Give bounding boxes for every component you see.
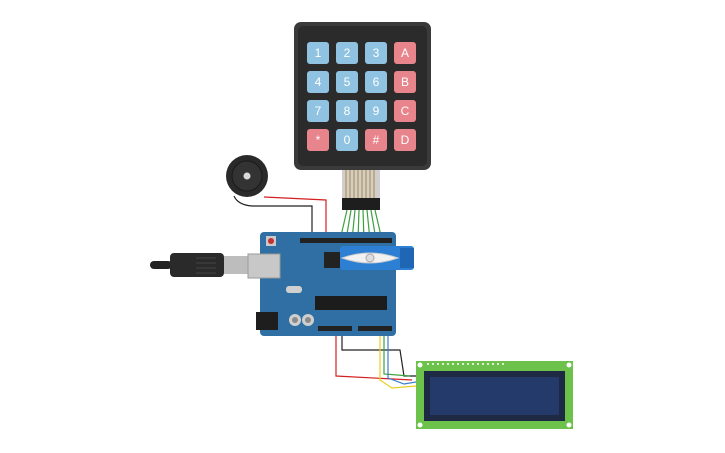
usb-plug-metal	[224, 256, 248, 274]
keypad-key-background	[365, 129, 387, 151]
usb-cable[interactable]	[150, 253, 248, 277]
keypad-key-background	[394, 100, 416, 122]
lcd-screen	[430, 377, 559, 415]
keypad-key-6[interactable]: 6	[365, 71, 387, 93]
servo-motor[interactable]	[340, 246, 414, 270]
keypad-key-background	[394, 129, 416, 151]
keypad-key-background	[307, 71, 329, 93]
servo-hub	[365, 253, 375, 263]
keypad-connector	[342, 198, 380, 210]
arduino-analog-header	[358, 326, 392, 331]
wire-lcd-blue[interactable]	[387, 332, 417, 385]
usb-cable-wire	[150, 261, 172, 269]
keypad-key-label: D	[401, 133, 410, 147]
keypad-key-4[interactable]: 4	[307, 71, 329, 93]
usb-plug-body	[170, 253, 224, 277]
keypad-key-7[interactable]: 7	[307, 100, 329, 122]
wire-lcd-red[interactable]	[335, 332, 413, 381]
keypad-key-background	[394, 71, 416, 93]
keypad-key-B[interactable]: B	[394, 71, 416, 93]
keypad-key-background	[336, 100, 358, 122]
buzzer-hole	[243, 172, 251, 180]
lcd-mount-hole-1	[417, 362, 423, 368]
keypad-key-label: 5	[344, 75, 351, 89]
wire-lcd-black[interactable]	[341, 332, 416, 377]
keypad-key-star[interactable]: *	[307, 129, 329, 151]
keypad-key-background	[365, 42, 387, 64]
keypad-key-3[interactable]: 3	[365, 42, 387, 64]
keypad-key-A[interactable]: A	[394, 42, 416, 64]
keypad-key-background	[365, 71, 387, 93]
keypad-key-1[interactable]: 1	[307, 42, 329, 64]
keypad-key-hash[interactable]: #	[365, 129, 387, 151]
keypad-key-label: 8	[344, 104, 351, 118]
lcd-display[interactable]	[416, 361, 573, 429]
arduino-power-header	[318, 326, 352, 331]
keypad-key-label: 2	[344, 46, 351, 60]
wire-buzzer-black[interactable]	[233, 195, 313, 242]
keypad-key-label: #	[373, 133, 380, 147]
keypad-key-label: *	[316, 133, 321, 147]
keypad-key-label: 6	[373, 75, 380, 89]
lcd-mount-hole-4	[566, 422, 572, 428]
arduino-power-jack	[256, 312, 278, 330]
arduino-usb-chip	[324, 252, 340, 268]
keypad-key-label: 4	[315, 75, 322, 89]
wire-lcd-green[interactable]	[383, 332, 411, 377]
keypad-ribbon	[342, 170, 380, 210]
keypad-key-background	[307, 100, 329, 122]
keypad-key-label: 0	[344, 133, 351, 147]
keypad-key-background	[365, 100, 387, 122]
keypad-key-background	[307, 129, 329, 151]
lcd-pin-header	[427, 363, 504, 365]
keypad-key-label: 3	[373, 46, 380, 60]
keypad-key-D[interactable]: D	[394, 129, 416, 151]
keypad-key-5[interactable]: 5	[336, 71, 358, 93]
keypad-key-background	[336, 129, 358, 151]
keypad-key-label: C	[401, 104, 410, 118]
keypad-key-background	[307, 42, 329, 64]
keypad-keys: 1 2 3 A 4 5 6 B 7 8 9 C * 0 # D	[307, 42, 416, 151]
lcd-mount-hole-2	[566, 362, 572, 368]
keypad-key-label: B	[401, 75, 409, 89]
keypad[interactable]: 1 2 3 A 4 5 6 B 7 8 9 C * 0 # D	[294, 22, 431, 210]
keypad-key-background	[336, 42, 358, 64]
keypad-key-C[interactable]: C	[394, 100, 416, 122]
keypad-key-background	[394, 42, 416, 64]
servo-mount	[400, 248, 414, 268]
keypad-key-2[interactable]: 2	[336, 42, 358, 64]
lcd-mount-hole-3	[417, 422, 423, 428]
arduino-atmega-chip	[315, 296, 387, 310]
keypad-key-0[interactable]: 0	[336, 129, 358, 151]
wire-buzzer-red[interactable]	[263, 196, 327, 240]
usb-plug-grip	[196, 257, 216, 274]
keypad-key-background	[336, 71, 358, 93]
keypad-key-8[interactable]: 8	[336, 100, 358, 122]
arduino-digital-header	[300, 238, 392, 243]
keypad-key-label: 1	[315, 46, 322, 60]
arduino-crystal	[286, 286, 302, 293]
keypad-key-label: A	[401, 46, 409, 60]
wire-lcd-yellow[interactable]	[379, 332, 417, 389]
keypad-key-label: 9	[373, 104, 380, 118]
keypad-key-9[interactable]: 9	[365, 100, 387, 122]
buzzer[interactable]	[226, 155, 268, 197]
arduino-usb-port	[247, 253, 281, 279]
keypad-key-label: 7	[315, 104, 322, 118]
